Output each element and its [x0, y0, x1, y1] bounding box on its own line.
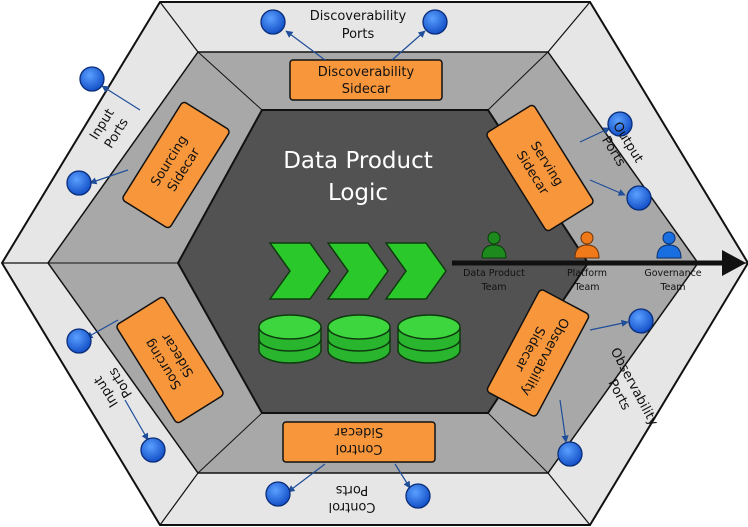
team-label-data-product: Data Product Team	[463, 268, 525, 293]
control-port	[405, 483, 431, 509]
team-label: Team	[480, 282, 506, 293]
sourcing-sidecar-bottom: Sourcing Sidecar	[116, 296, 224, 424]
team-label: Data Product	[463, 268, 525, 279]
team-label-platform: Platform Team	[567, 268, 607, 293]
discoverability-sidecar: Discoverability Sidecar	[289, 59, 443, 101]
platform-team-person-icon	[574, 231, 600, 259]
database-icon	[397, 314, 461, 364]
database-icon	[258, 314, 322, 364]
team-timeline	[452, 250, 746, 276]
port-label: Discoverability	[310, 9, 407, 24]
storage-cylinders	[258, 314, 461, 364]
input-port	[140, 437, 166, 463]
input-port	[79, 66, 105, 92]
sidecar-label: Discoverability	[318, 65, 415, 80]
discoverability-port	[422, 9, 448, 35]
observability-port	[628, 308, 654, 334]
port-label: Control	[329, 499, 376, 514]
chevron-2	[326, 242, 389, 300]
port-label: Ports	[342, 27, 375, 42]
input-port	[66, 170, 92, 196]
discoverability-port	[260, 9, 286, 35]
observability-port	[557, 441, 583, 467]
ports	[66, 9, 654, 509]
team-label: Platform	[567, 268, 607, 279]
pipeline-chevrons	[268, 242, 447, 300]
team-label: Team	[659, 282, 685, 293]
sidecar-label: Sidecar	[342, 82, 391, 97]
control-ports-label: Control Ports	[329, 482, 376, 514]
serving-sidecar: Serving Sidecar	[486, 104, 594, 232]
port-arrows	[85, 30, 629, 493]
team-label: Governance	[644, 268, 701, 279]
input-port	[66, 328, 92, 354]
control-port	[265, 481, 291, 507]
team-label-governance: Governance Team	[644, 268, 701, 293]
core-title-line1: Data Product	[283, 148, 433, 174]
database-icon	[327, 314, 391, 364]
port-label: Ports	[336, 482, 369, 497]
sourcing-sidecar-top: Sourcing Sidecar	[122, 101, 230, 229]
core-title-line2: Logic	[328, 180, 388, 206]
sidecar-label: Sidecar	[334, 424, 383, 439]
team-label: Team	[573, 282, 599, 293]
data-product-team-person-icon	[481, 231, 507, 259]
output-port	[607, 111, 633, 137]
chevron-1	[268, 242, 331, 300]
sidecar-label: Control	[336, 441, 383, 456]
governance-team-person-icon	[656, 231, 682, 259]
discoverability-ports-label: Discoverability Ports	[310, 9, 407, 42]
control-sidecar: Control Sidecar	[282, 421, 436, 463]
output-port	[626, 185, 652, 211]
chevron-3	[384, 242, 447, 300]
